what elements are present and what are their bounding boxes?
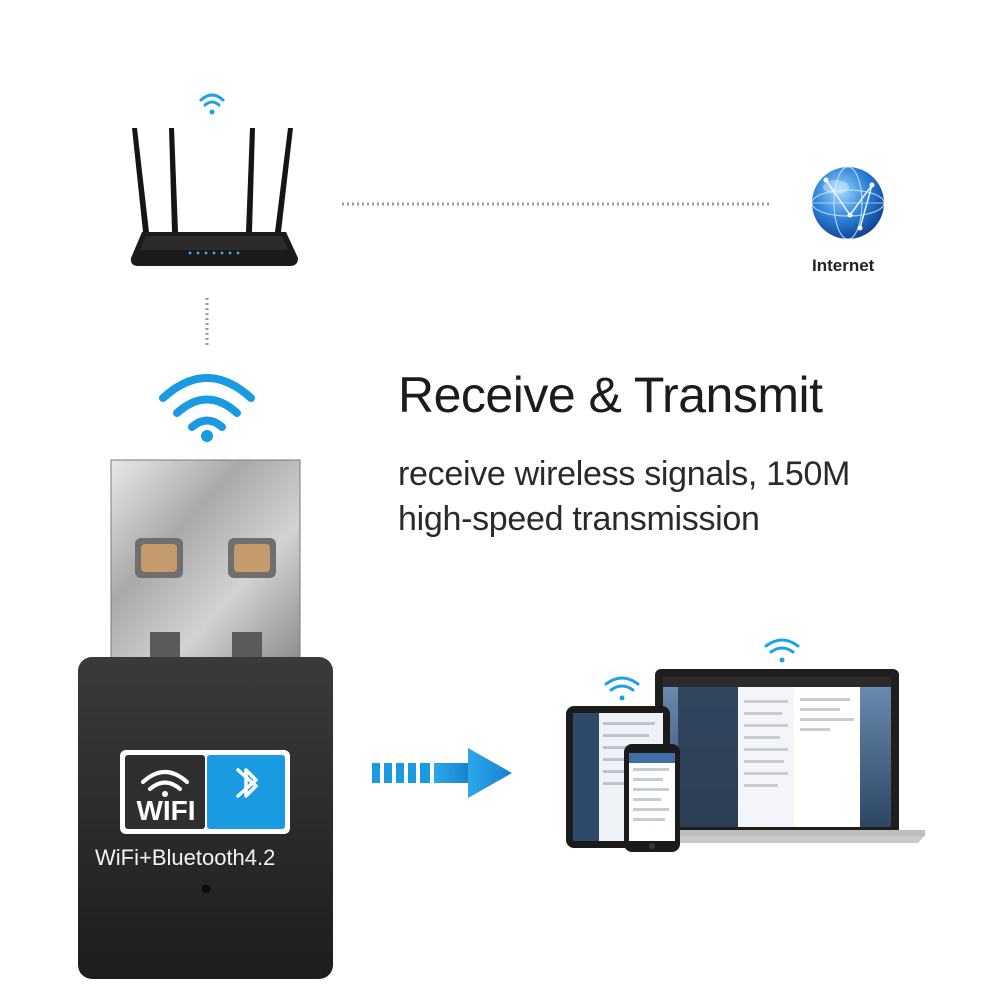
wifi-icon [159,374,255,442]
router-wifi-icon [199,93,225,115]
headline: Receive & Transmit [398,367,823,423]
dongle-model-label: WiFi+Bluetooth4.2 [95,845,276,870]
phone-icon [624,744,680,852]
laptop-icon [630,669,925,843]
globe-icon [811,166,885,240]
internet-label: Internet [812,256,875,275]
router-icon [130,128,298,266]
subheadline-line-2: high-speed transmission [398,500,760,538]
arrow-right-icon [372,748,512,798]
subheadline-line-1: receive wireless signals, 150M [398,455,851,493]
usb-dongle-icon [78,459,333,979]
bluetooth-icon [236,768,258,798]
wifi-badge-text: WIFI [136,795,196,826]
